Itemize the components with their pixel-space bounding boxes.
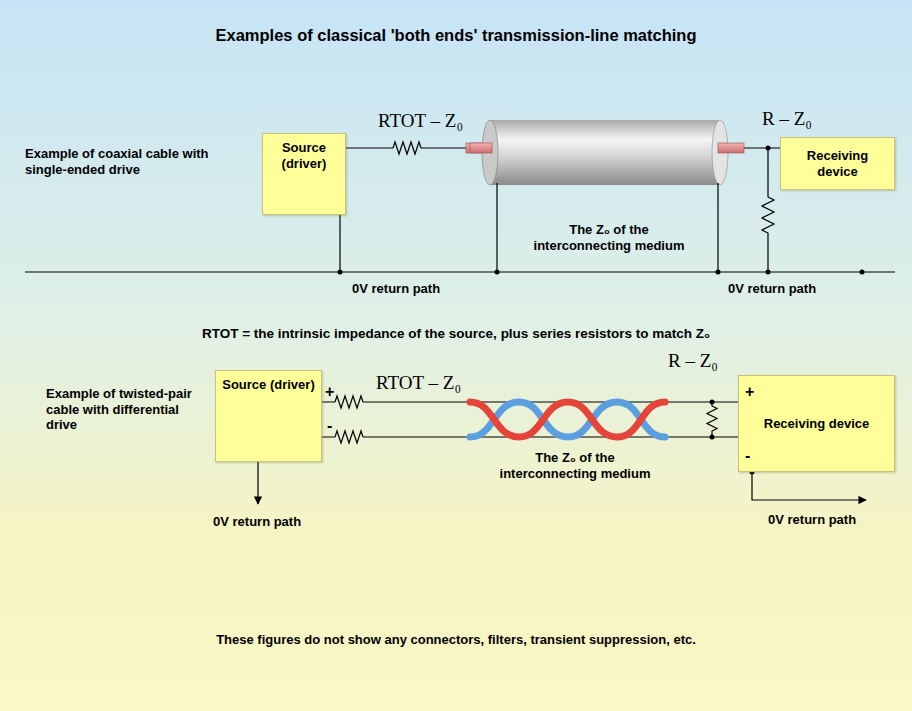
- junction-dot: [716, 270, 721, 275]
- caption: These figures do not show any connectors…: [0, 632, 912, 648]
- resistor-label: R – Z₀: [668, 350, 718, 373]
- polarity-sign: -: [745, 446, 888, 465]
- ground-wire: [717, 183, 718, 272]
- resistor-symbol: [335, 431, 363, 443]
- note-text: RTOT = the intrinsic impedance of the so…: [0, 326, 912, 342]
- coaxial-cable: [470, 143, 492, 153]
- coaxial-cable: [490, 120, 720, 185]
- resistor-label: RTOT – Z₀: [376, 372, 461, 395]
- polarity-sign: +: [745, 382, 888, 401]
- receiver-box: + Receiving device -: [738, 375, 895, 472]
- polarity-sign: +: [325, 382, 334, 401]
- ground-label: 0V return path: [352, 281, 440, 297]
- polarity-sign: -: [327, 416, 332, 435]
- resistor-label: RTOT – Z₀: [378, 110, 463, 133]
- receiver-box: Receiving device: [780, 137, 895, 190]
- example-label: Example of coaxial cable with single-end…: [25, 146, 210, 177]
- coaxial-cable: [466, 120, 744, 185]
- termination-resistor: [707, 402, 717, 437]
- ground-arrow: [257, 462, 258, 504]
- medium-label: The Z₀ of the interconnecting medium: [494, 450, 656, 481]
- node-text: Source (driver): [222, 377, 315, 393]
- node-text: Receiving device: [745, 416, 888, 432]
- twisted-pair: [470, 402, 665, 437]
- ground-wire: [25, 271, 895, 272]
- source-box: Source (driver): [215, 370, 322, 462]
- ground-wire: [339, 215, 340, 272]
- resistor-symbol: [393, 142, 421, 154]
- ground-label: 0V return path: [768, 512, 856, 528]
- source-box: Source (driver): [262, 133, 346, 215]
- coaxial-cable: [718, 143, 744, 153]
- diagram-title: Examples of classical 'both ends' transm…: [0, 26, 912, 46]
- coaxial-cable: [466, 143, 496, 153]
- ground-label: 0V return path: [213, 514, 301, 530]
- junction-dot: [710, 400, 715, 405]
- resistor-label: R – Z₀: [762, 108, 812, 131]
- ground-arrow: [752, 472, 866, 500]
- junction-dot: [710, 435, 715, 440]
- junction-dot: [495, 270, 500, 275]
- ground-wire: [25, 183, 895, 272]
- ground-wire: [496, 183, 497, 272]
- example-label: Example of twisted-pair cable with diffe…: [46, 386, 206, 433]
- twisted-pair: [470, 402, 665, 437]
- junction-dot: [860, 270, 865, 275]
- junction-dot: [338, 270, 343, 275]
- node-text: Source (driver): [269, 140, 339, 171]
- resistor-symbol: [335, 396, 363, 408]
- ground-label: 0V return path: [728, 281, 816, 297]
- termination-resistor: [762, 148, 774, 272]
- medium-label: The Z₀ of the interconnecting medium: [528, 222, 690, 253]
- twisted-pair: [470, 402, 665, 437]
- node-text: Receiving device: [787, 148, 888, 179]
